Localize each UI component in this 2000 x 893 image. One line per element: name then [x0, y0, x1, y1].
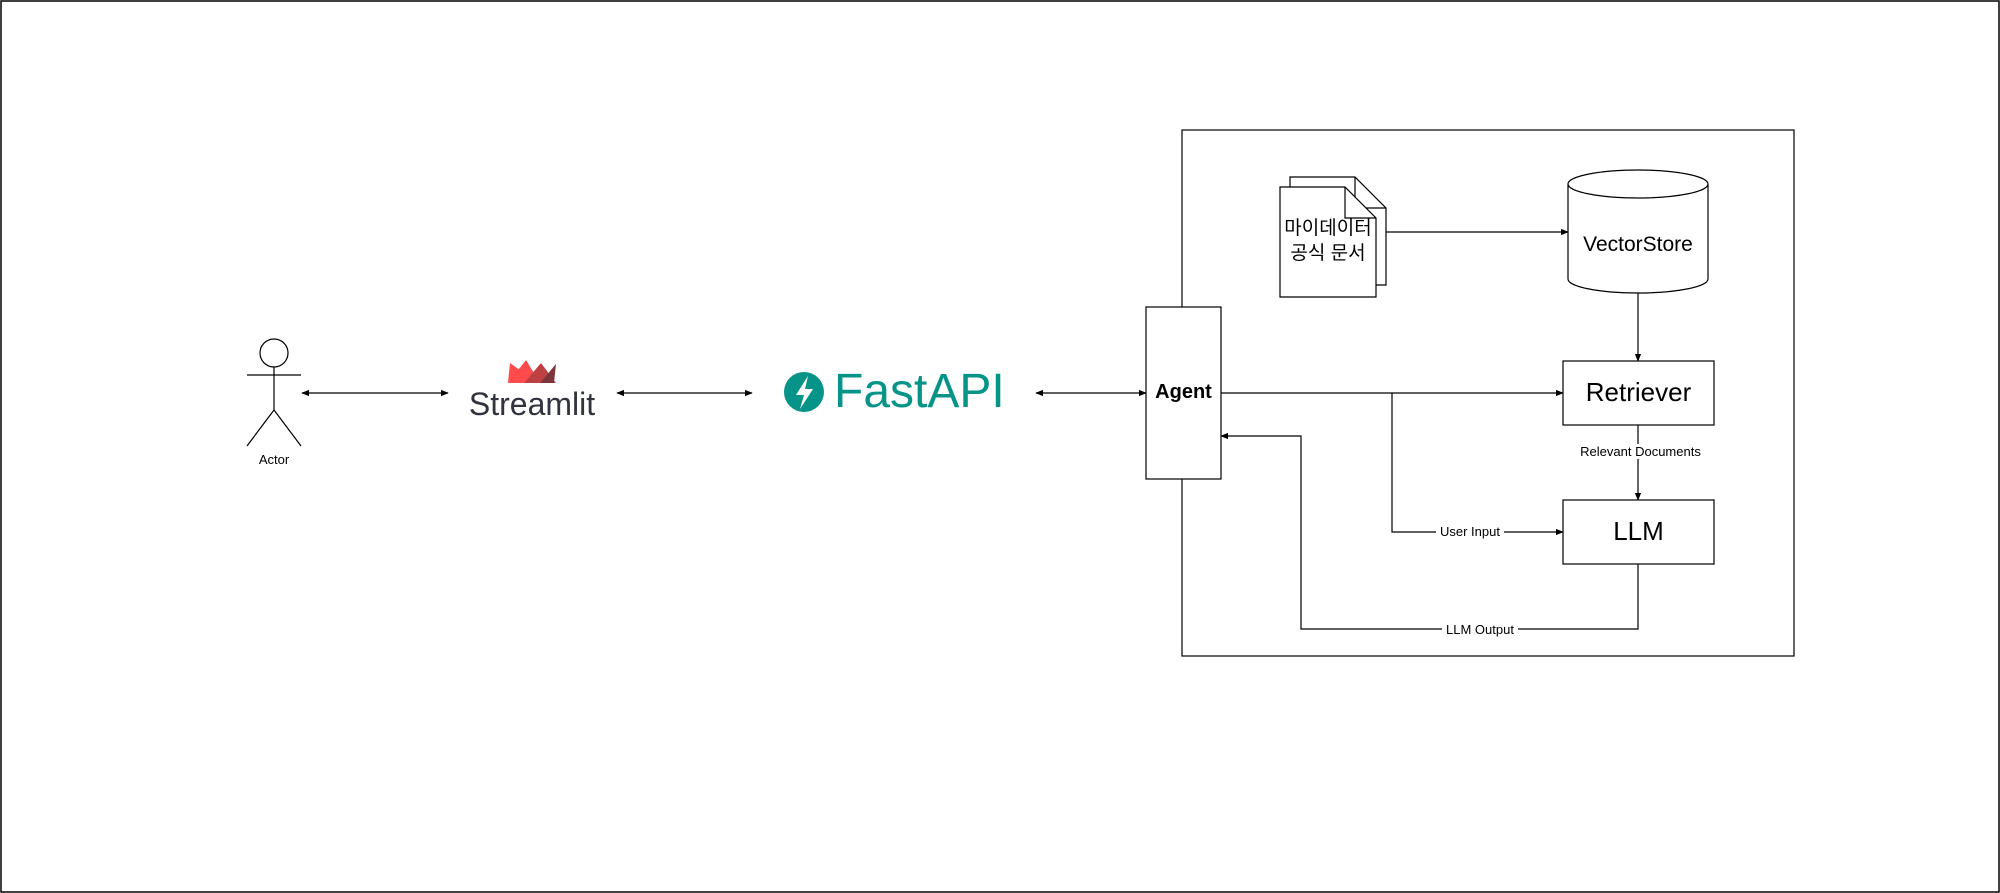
relevant-documents-label: Relevant Documents: [1570, 444, 1711, 459]
fastapi-logo-icon: [784, 372, 824, 412]
user-input-arrow: [1391, 393, 1564, 536]
user-input-label: User Input: [1436, 524, 1504, 539]
streamlit-label: Streamlit: [468, 386, 596, 422]
retriever-box[interactable]: [1562, 360, 1715, 426]
llm-box[interactable]: [1562, 499, 1715, 565]
documents-icon[interactable]: [1279, 176, 1387, 298]
documents-label-line2: 공식 문서: [1290, 243, 1366, 264]
documents-label: 마이데이터 공식 문서: [1278, 216, 1378, 266]
streamlit-logo-icon: [508, 360, 556, 383]
retriever-label: Retriever: [1585, 377, 1692, 407]
agent-label: Agent: [1155, 381, 1212, 403]
llm-output-label: LLM Output: [1442, 622, 1518, 637]
actor-label: Actor: [258, 452, 290, 467]
actor-figure[interactable]: [246, 338, 302, 447]
llm-label: LLM: [1613, 516, 1664, 546]
fastapi-label: FastAPI: [834, 365, 1005, 418]
vectorstore-label: VectorStore: [1583, 233, 1693, 256]
llm-output-arrow: [1220, 432, 1639, 630]
vectorstore-cylinder[interactable]: [1567, 169, 1709, 294]
documents-label-line1: 마이데이터: [1284, 218, 1372, 239]
